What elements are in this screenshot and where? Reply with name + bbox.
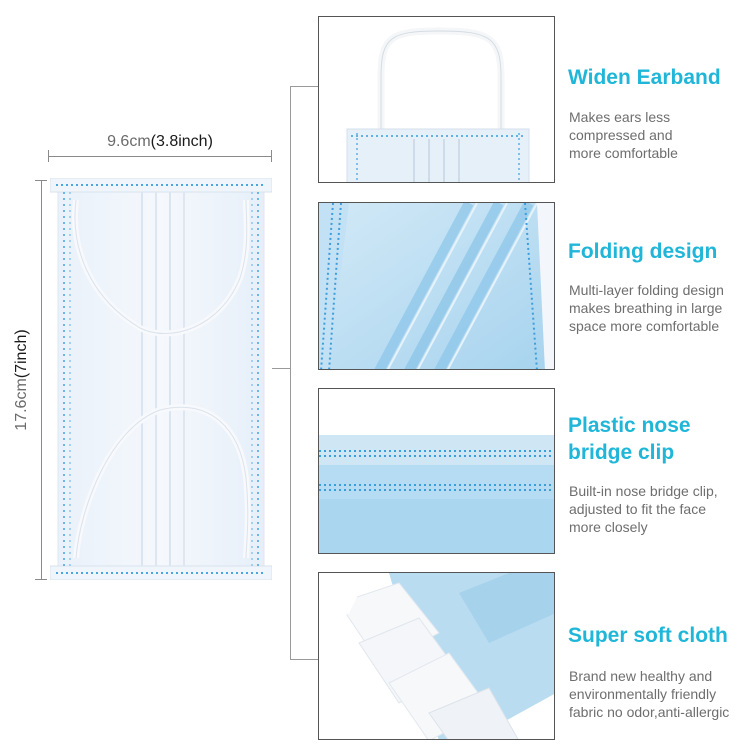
feature-desc-line: more comfortable xyxy=(569,145,678,161)
feature-desc-line: environmentally friendly xyxy=(569,686,717,702)
feature-desc-line: space more comfortable xyxy=(569,318,720,334)
feature-4-description: Brand new healthy and environmentally fr… xyxy=(569,667,749,721)
feature-4-title: Super soft cloth xyxy=(568,622,728,649)
earband-closeup-image xyxy=(318,16,555,183)
width-dimension-tick-left xyxy=(48,150,49,162)
width-dimension-label: 9.6cm(3.8inch) xyxy=(48,133,272,151)
feature-desc-line: Multi-layer folding design xyxy=(569,282,724,298)
width-cm: 9.6cm xyxy=(107,133,151,150)
feature-desc-line: adjusted to fit the face xyxy=(569,501,706,517)
feature-desc-line: Makes ears less xyxy=(569,109,671,125)
feature-2-description: Multi-layer folding design makes breathi… xyxy=(569,281,749,335)
height-dimension-label: 17.6cm(7inch) xyxy=(13,329,31,430)
feature-desc-line: Built-in nose bridge clip, xyxy=(569,483,718,499)
feature-title-line: Folding design xyxy=(568,240,718,263)
feature-desc-line: fabric no odor,anti-allergic xyxy=(569,704,730,720)
feature-2-title: Folding design xyxy=(568,238,717,265)
face-mask-image xyxy=(50,178,272,580)
height-dimension-tick-bottom xyxy=(35,579,47,580)
feature-3-description: Built-in nose bridge clip, adjusted to f… xyxy=(569,482,749,536)
feature-desc-line: more closely xyxy=(569,519,648,535)
feature-3-title: Plastic nose bridge clip xyxy=(568,412,691,466)
feature-title-line: Widen Earband xyxy=(568,66,721,89)
feature-title-line: Super soft cloth xyxy=(568,624,728,647)
feature-desc-line: Brand new healthy and xyxy=(569,668,713,684)
feature-title-line: bridge clip xyxy=(568,441,675,464)
height-dimension-tick-top xyxy=(35,180,47,181)
connector-arm-4 xyxy=(290,659,318,660)
folding-closeup-image xyxy=(318,202,555,370)
height-dimension-line xyxy=(41,180,42,580)
feature-title-line: Plastic nose xyxy=(568,414,691,437)
nose-bridge-closeup-image xyxy=(318,388,555,554)
height-inch: (7inch) xyxy=(13,329,30,379)
width-dimension-tick-right xyxy=(271,150,272,162)
feature-1-description: Makes ears less compressed and more comf… xyxy=(569,108,749,162)
height-cm: 17.6cm xyxy=(13,378,30,431)
soft-cloth-closeup-image xyxy=(318,572,555,740)
feature-desc-line: makes breathing in large xyxy=(569,300,723,316)
connector-stem xyxy=(272,368,290,369)
feature-1-title: Widen Earband xyxy=(568,64,721,91)
connector-arm-1 xyxy=(290,86,318,87)
width-dimension-line xyxy=(48,156,272,157)
width-inch: (3.8inch) xyxy=(150,133,213,150)
feature-desc-line: compressed and xyxy=(569,127,673,143)
connector-bracket xyxy=(290,86,291,660)
